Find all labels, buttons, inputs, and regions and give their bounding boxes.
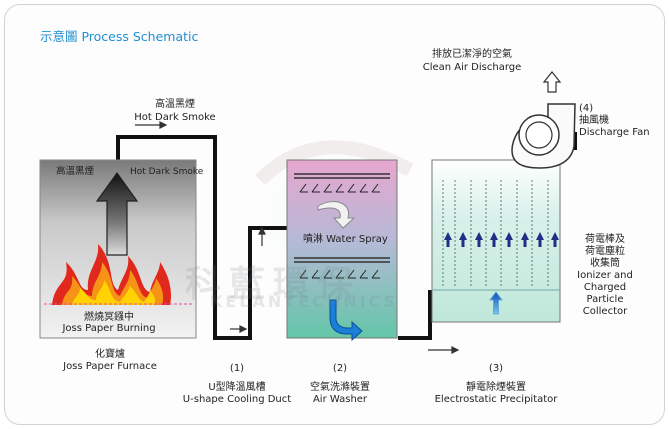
- discharge-cn: 排放已潔淨的空氣: [432, 49, 512, 60]
- duct-cn: U型降溫風槽: [208, 382, 266, 393]
- spray-nozzles-bottom: [299, 269, 380, 279]
- fan-cn: 抽風機: [579, 115, 609, 126]
- fan-en: Discharge Fan: [579, 127, 650, 138]
- esp-cn: 靜電除煙裝置: [466, 382, 526, 393]
- furnace-cn: 化寶爐: [95, 349, 125, 360]
- duct-number: (1): [229, 363, 245, 374]
- esp-number: (3): [488, 363, 504, 374]
- fan-number: (4): [579, 103, 594, 114]
- electrostatic-precipitator: [431, 159, 561, 323]
- washer-cn: 空氣洗滌裝置: [310, 382, 370, 393]
- furnace-top-cn: 高溫黑煙: [56, 166, 95, 177]
- furnace-top-en: Hot Dark Smoke: [130, 167, 204, 177]
- watermark-en: KELANTECHNICS: [210, 292, 399, 311]
- washer-en: Air Washer: [312, 394, 368, 405]
- duct-en: U-shape Cooling Duct: [182, 394, 292, 405]
- ionizer-cn-3: 收集筒: [590, 258, 620, 269]
- washer-number: (2): [332, 363, 348, 374]
- burning-en: Joss Paper Burning: [62, 323, 156, 334]
- discharge-en: Clean Air Discharge: [422, 62, 522, 73]
- joss-paper-furnace: [39, 159, 197, 339]
- ionizer-en-3: Particle: [586, 294, 624, 305]
- watermark-cn: 科藍環保: [185, 264, 362, 305]
- discharge-fan: [511, 71, 576, 169]
- spray-nozzles-top: [299, 183, 380, 193]
- air-washer: [286, 159, 398, 342]
- furnace-en: Joss Paper Furnace: [63, 361, 157, 372]
- flow-arrows: [135, 121, 460, 354]
- ionizer-cn-1: 荷電棒及: [585, 234, 625, 245]
- esp-en: Electrostatic Precipitator: [434, 394, 558, 405]
- ion-up-arrows: [444, 232, 559, 247]
- page-title: 示意圖 Process Schematic: [40, 29, 199, 44]
- hot-smoke-en: Hot Dark Smoke: [134, 112, 216, 123]
- hot-smoke-cn: 高溫黑煙: [155, 99, 195, 110]
- flame-icon: [52, 244, 171, 305]
- ionizer-rods: [442, 180, 549, 286]
- curved-flow-arrow: [317, 201, 356, 229]
- spray-label: 噴淋 Water Spray: [303, 234, 388, 245]
- ionizer-en-1: Ionizer and: [577, 270, 633, 281]
- burning-cn: 燃燒冥鏹中: [84, 312, 134, 323]
- exhaust-up-arrow: [542, 71, 562, 93]
- ionizer-cn-2: 荷電塵粒: [585, 246, 625, 257]
- outlet-arrow: [329, 299, 363, 342]
- ionizer-en-4: Collector: [582, 306, 628, 317]
- ionizer-en-2: Charged: [583, 282, 627, 293]
- smoke-up-arrow: [95, 171, 139, 256]
- esp-inlet-arrow: [489, 291, 503, 315]
